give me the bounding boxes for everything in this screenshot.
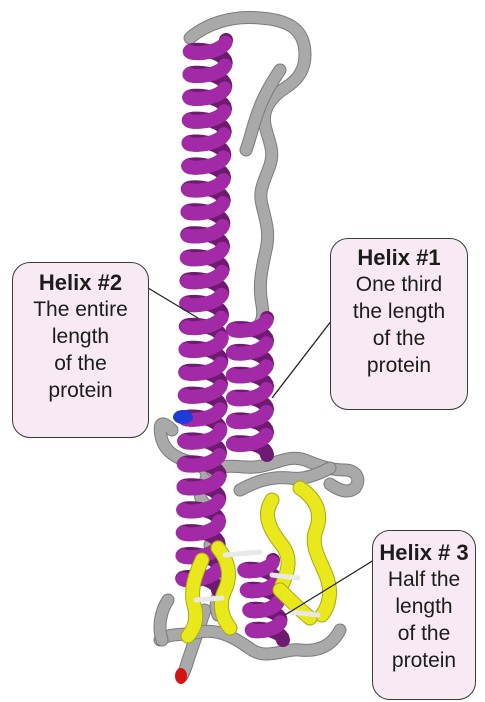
bond-2 [272, 575, 298, 578]
n-terminus-marker [173, 410, 193, 424]
bond-4 [290, 612, 318, 615]
c-terminus-marker [175, 668, 187, 684]
bond-1 [225, 552, 260, 555]
callout-line: length [373, 593, 475, 620]
callout-line: protein [373, 647, 475, 674]
callout-title: Helix #2 [13, 269, 148, 296]
callout-line: The entire [13, 296, 148, 323]
callout-line: One third [331, 271, 467, 298]
leader-helix-1 [272, 320, 332, 398]
callout-helix-1: Helix #1 One third the length of the pro… [330, 238, 468, 410]
callout-title: Helix # 3 [373, 539, 475, 566]
helix-3 [244, 560, 283, 640]
helix-2 [182, 40, 226, 590]
yellow-segment-left-2 [218, 548, 230, 628]
callout-title: Helix #1 [331, 244, 467, 271]
callout-line: Half the [373, 566, 475, 593]
helix-front-strand [183, 521, 219, 534]
callout-line: protein [13, 377, 148, 404]
callout-line: of the [331, 325, 467, 352]
callout-line: length [13, 323, 148, 350]
callout-line: of the [13, 350, 148, 377]
callout-helix-3: Helix # 3 Half the length of the protein [372, 530, 476, 700]
helix-front-strand [184, 430, 220, 443]
callout-helix-2: Helix #2 The entire length of the protei… [12, 262, 149, 438]
callout-line: the length [331, 298, 467, 325]
helix-1 [233, 318, 267, 455]
callout-line: of the [373, 620, 475, 647]
bond-3 [196, 598, 222, 600]
helix-front-strand [186, 338, 222, 351]
callout-line: protein [331, 352, 467, 379]
